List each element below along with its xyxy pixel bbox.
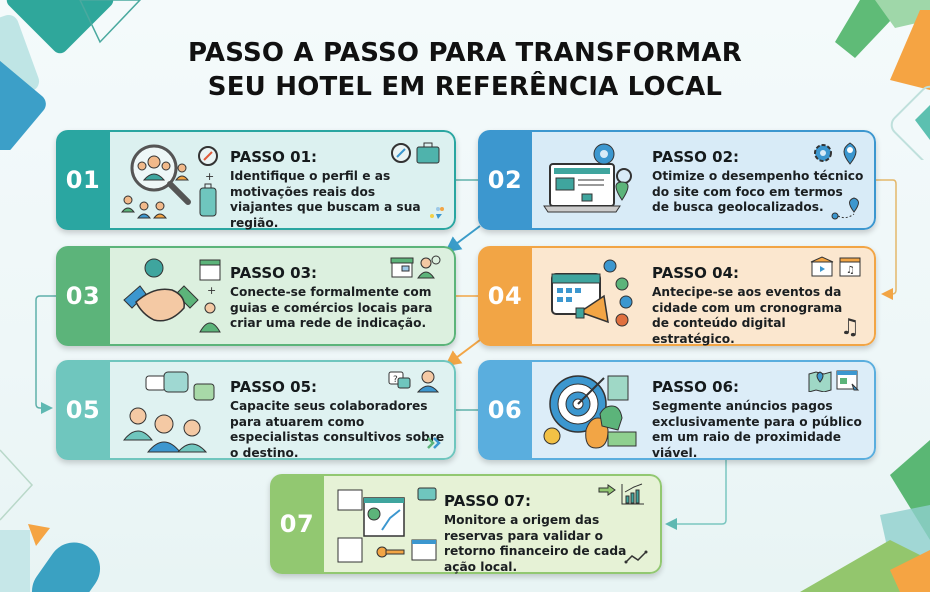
step-label: PASSO 03: (230, 264, 318, 282)
title-line-1: PASSO A PASSO PARA TRANSFORMAR (188, 38, 742, 68)
arrow-right-icon (598, 484, 616, 496)
theater-icon (810, 256, 834, 277)
step-label: PASSO 06: (652, 378, 740, 396)
magnifier-people-icon: + (120, 144, 218, 219)
step-number-badge: 07 (270, 474, 324, 574)
step-description: Otimize o desempenho técnico do site com… (652, 169, 864, 214)
title-line-2: SEU HOTEL EM REFERÊNCIA LOCAL (207, 72, 723, 102)
step-number-badge: 06 (478, 360, 532, 460)
step-number-badge: 01 (56, 130, 110, 230)
step-card-05: 05 PASSO 05: Capacite seus colaboradores… (56, 360, 456, 460)
step-description: Capacite seus colaboradores para atuarem… (230, 399, 445, 460)
trend-line-icon (624, 550, 648, 564)
step-label: PASSO 02: (652, 148, 740, 166)
svg-text:?: ? (393, 375, 398, 385)
step-card-01: 01 + PASSO 01: Identifique o perfil e as… (56, 130, 456, 230)
step-label: PASSO 05: (230, 378, 318, 396)
svg-text:+: + (207, 284, 216, 297)
compass-icon (391, 143, 411, 163)
step-card-06: 06 PASSO 06: Segmente anúncios pagos exc… (478, 360, 876, 460)
route-pins-icon (831, 197, 859, 220)
music-note-icon: ♫ (840, 315, 860, 338)
growth-chart-icon (621, 483, 644, 505)
decor-top-left (0, 0, 142, 150)
svg-text:♫: ♫ (846, 265, 855, 276)
map-icon (808, 371, 832, 392)
luggage-icon (416, 142, 440, 164)
music-stage-icon: ♫ (839, 257, 861, 277)
handshake-icon: + (123, 258, 221, 333)
gear-icon (814, 144, 832, 162)
decor-bottom-left (0, 449, 101, 592)
step-description: Monitore a origem das reservas para vali… (444, 513, 627, 574)
step-card-02: 02 PASSO 02: Otimize o desempenho técnic… (478, 130, 876, 230)
storefront-icon (390, 257, 414, 278)
dots-decor-icon (430, 207, 444, 219)
step-label: PASSO 04: (652, 264, 740, 282)
step-label: PASSO 07: (444, 492, 532, 510)
step-number-badge: 02 (478, 130, 532, 230)
step-card-07: 07 PASSO 07: Monitore a origem das reser… (270, 474, 662, 574)
step-number-badge: 04 (478, 246, 532, 346)
decor-bottom-right (800, 440, 930, 592)
web-ad-icon (836, 370, 860, 391)
target-icon (543, 375, 637, 449)
decor-top-right (835, 0, 930, 160)
step-card-04: 04 PASSO 04: Antecipe-se aos eventos da … (478, 246, 876, 346)
calendar-megaphone-icon (551, 259, 633, 327)
chat-bubble-icon: ? (388, 371, 411, 389)
dashboard-charts-icon (337, 487, 437, 563)
laptop-website-icon (543, 143, 632, 213)
step-description: Antecipe-se aos eventos da cidade com um… (652, 285, 843, 346)
step-description: Identifique o perfil e as motivações rea… (230, 169, 421, 230)
map-pin-icon (843, 142, 857, 165)
step-number-badge: 03 (56, 246, 110, 346)
step-number-badge: 05 (56, 360, 110, 460)
svg-text:+: + (205, 170, 214, 183)
step-card-03: 03 + PASSO 03: Conecte-se formalmente co… (56, 246, 456, 346)
svg-text:♫: ♫ (840, 315, 860, 338)
step-label: PASSO 01: (230, 148, 318, 166)
page-title: PASSO A PASSO PARA TRANSFORMAR SEU HOTEL… (0, 36, 930, 104)
support-agent-icon (416, 370, 440, 393)
support-team-icon (122, 371, 215, 453)
double-chevron-icon (427, 437, 441, 449)
step-description: Segmente anúncios pagos exclusivamente p… (652, 399, 862, 460)
guide-person-icon (417, 255, 441, 279)
step-description: Conecte-se formalmente com guias e comér… (230, 285, 433, 330)
